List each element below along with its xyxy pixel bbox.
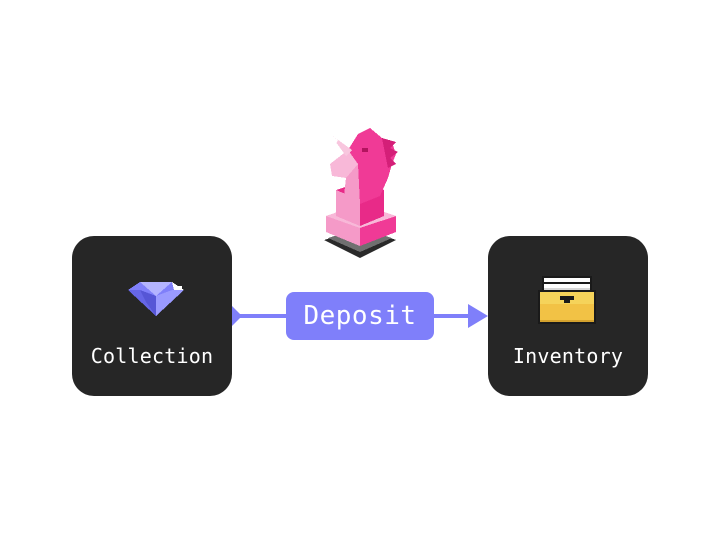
collection-node[interactable]: Collection (72, 236, 232, 396)
connector-arrowhead (468, 304, 488, 328)
connector-tail-arrow (232, 306, 242, 326)
diamond-icon (128, 282, 184, 316)
inventory-box-icon (538, 276, 596, 324)
collection-label: Collection (90, 344, 214, 368)
inventory-label: Inventory (512, 344, 624, 368)
inventory-node[interactable]: Inventory (488, 236, 648, 396)
unicorn-knight-icon (324, 128, 398, 258)
deposit-action-label: Deposit (286, 292, 434, 340)
